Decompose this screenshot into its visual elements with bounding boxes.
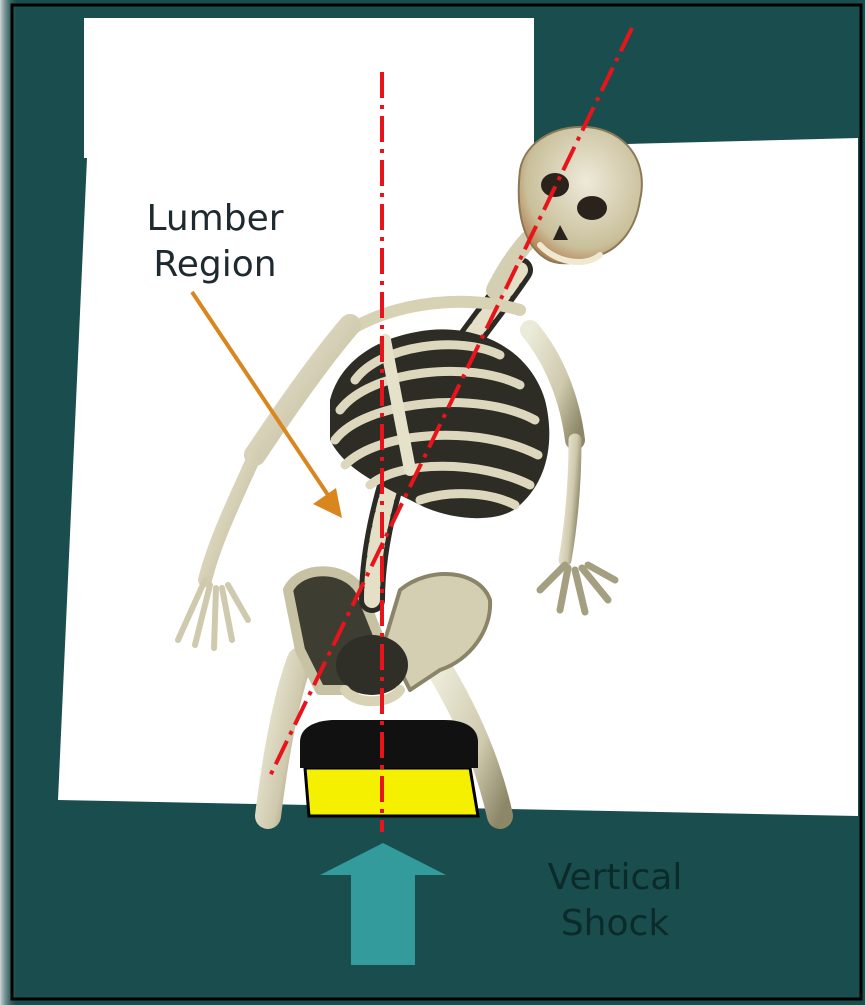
left-eye-socket: [541, 173, 569, 197]
title-box: [84, 18, 534, 158]
lumber-region-label: Lumber Region: [120, 196, 310, 288]
vertical-shock-label: Vertical Shock: [515, 855, 715, 947]
lumber-label-line1: Lumber: [120, 196, 310, 242]
seat-cushion: [300, 720, 478, 816]
slide-left-edge: [0, 0, 18, 1005]
seat-body: [305, 768, 478, 816]
lumber-label-line2: Region: [120, 242, 310, 288]
right-eye-socket: [577, 196, 607, 220]
seat-top: [300, 720, 478, 768]
shock-label-line1: Vertical: [515, 855, 715, 901]
left-finger-3: [214, 588, 216, 648]
shock-label-line2: Shock: [515, 901, 715, 947]
